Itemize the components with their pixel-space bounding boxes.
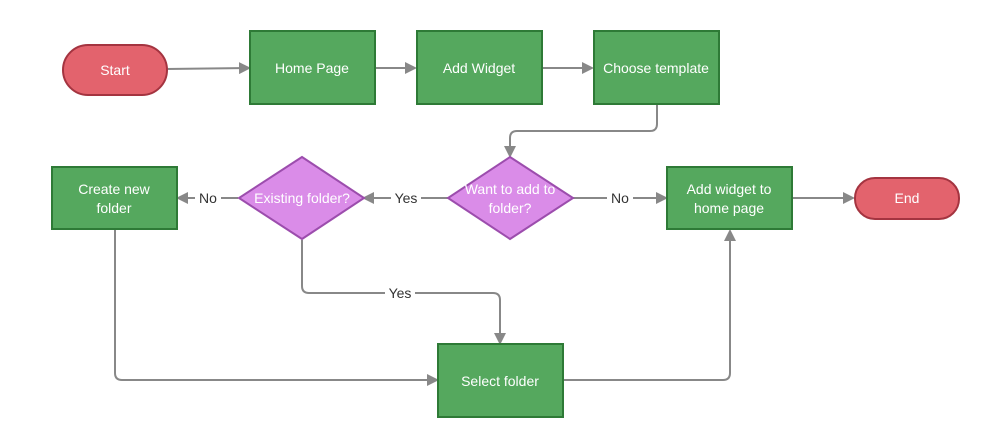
create-folder-label-line1: Create new: [78, 181, 150, 197]
home-page-label: Home Page: [275, 60, 349, 76]
node-end: End: [854, 177, 960, 220]
create-folder-label-line2: folder: [96, 200, 131, 216]
start-terminal-shape: [62, 44, 168, 96]
edge-label-yes-down: Yes: [389, 285, 412, 301]
start-label: Start: [100, 62, 130, 78]
edge-create-to-select: [114, 230, 439, 386]
node-create-folder: Create new folder: [51, 166, 178, 230]
edge-labels: Yes No No Yes: [195, 189, 633, 302]
add-widget-home-label-line2: home page: [694, 200, 764, 216]
select-folder-label: Select folder: [461, 373, 539, 389]
existing-folder-label: Existing folder?: [254, 190, 350, 206]
choose-template-box: [593, 30, 720, 105]
add-widget-box: [416, 30, 543, 105]
edge-start-to-home: [165, 62, 251, 75]
home-page-box: [249, 30, 376, 105]
end-terminal-shape: [854, 177, 960, 220]
add-widget-home-box: [666, 166, 793, 230]
node-start: Start: [62, 44, 168, 96]
choose-template-label: Choose template: [603, 60, 709, 76]
edge-label-no-right: No: [611, 190, 629, 206]
want-to-add-label-line1: Want to add to: [465, 181, 556, 197]
node-add-widget: Add Widget: [416, 30, 543, 105]
want-to-add-diamond: [446, 155, 575, 241]
end-label: End: [895, 190, 920, 206]
add-widget-label: Add Widget: [443, 60, 515, 76]
node-existing-folder: Existing folder?: [237, 155, 366, 241]
edge-label-yes-left: Yes: [395, 190, 418, 206]
add-widget-home-label-line1: Add widget to: [687, 181, 772, 197]
node-want-to-add: Want to add to folder?: [446, 155, 575, 241]
edge-template-to-want: [504, 105, 658, 158]
edge-label-no-left: No: [199, 190, 217, 206]
want-to-add-label-line2: folder?: [489, 200, 532, 216]
node-add-widget-home: Add widget to home page: [666, 166, 793, 230]
select-folder-box: [437, 343, 564, 418]
node-choose-template: Choose template: [593, 30, 720, 105]
edge-select-to-addhome: [563, 229, 736, 381]
existing-folder-diamond: [237, 155, 366, 241]
node-select-folder: Select folder: [437, 343, 564, 418]
create-folder-box: [51, 166, 178, 230]
node-home-page: Home Page: [249, 30, 376, 105]
